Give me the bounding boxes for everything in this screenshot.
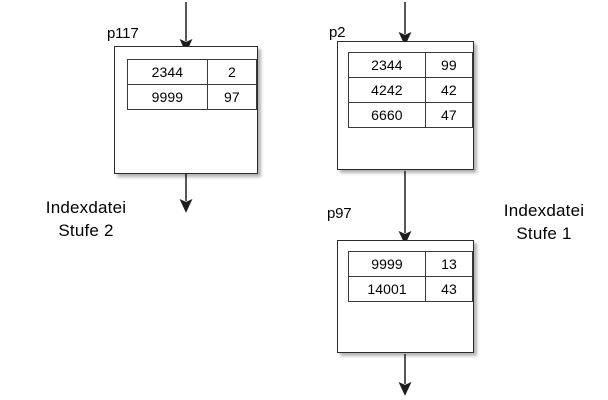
node-label-p117: p117 xyxy=(107,25,139,42)
entry-pointer: 99 xyxy=(424,52,474,78)
entry-key: 9999 xyxy=(127,84,208,110)
table-row[interactable]: 6660 47 xyxy=(348,102,474,128)
node-label-p97: p97 xyxy=(327,205,352,222)
entry-pointer: 47 xyxy=(424,102,474,128)
entry-table-p2: 2344 99 4242 42 6660 47 xyxy=(348,52,474,128)
entry-key: 4242 xyxy=(348,77,426,103)
caption-line-1: Indexdatei xyxy=(45,198,127,217)
index-node-p2[interactable]: 2344 99 4242 42 6660 47 xyxy=(337,41,474,170)
node-label-p2: p2 xyxy=(329,24,346,41)
caption-line-2: Stufe 2 xyxy=(58,221,114,240)
entry-key: 2344 xyxy=(348,52,426,78)
entry-pointer: 43 xyxy=(425,276,473,302)
caption-indexdatei-stufe-1: Indexdatei Stufe 1 xyxy=(484,199,604,245)
table-row[interactable]: 14001 43 xyxy=(347,276,473,302)
entry-pointer: 13 xyxy=(425,251,473,277)
caption-line-2: Stufe 1 xyxy=(516,224,572,243)
entry-key: 14001 xyxy=(347,276,427,302)
entry-pointer: 42 xyxy=(424,77,474,103)
table-row[interactable]: 9999 97 xyxy=(127,84,258,110)
caption-indexdatei-stufe-2: Indexdatei Stufe 2 xyxy=(12,196,160,242)
entry-key: 2344 xyxy=(127,59,208,85)
table-row[interactable]: 2344 99 xyxy=(348,52,474,78)
entry-key: 6660 xyxy=(348,102,426,128)
entry-table-p117: 2344 2 9999 97 xyxy=(127,59,258,110)
entry-table-p97: 9999 13 14001 43 xyxy=(347,251,473,302)
entry-pointer: 97 xyxy=(206,84,258,110)
index-node-p97[interactable]: 9999 13 14001 43 xyxy=(337,240,474,353)
entry-pointer: 2 xyxy=(206,59,258,85)
caption-line-1: Indexdatei xyxy=(503,201,585,220)
entry-key: 9999 xyxy=(347,251,427,277)
index-node-p117[interactable]: 2344 2 9999 97 xyxy=(114,46,258,174)
table-row[interactable]: 4242 42 xyxy=(348,77,474,103)
table-row[interactable]: 9999 13 xyxy=(347,251,473,277)
table-row[interactable]: 2344 2 xyxy=(127,59,258,85)
